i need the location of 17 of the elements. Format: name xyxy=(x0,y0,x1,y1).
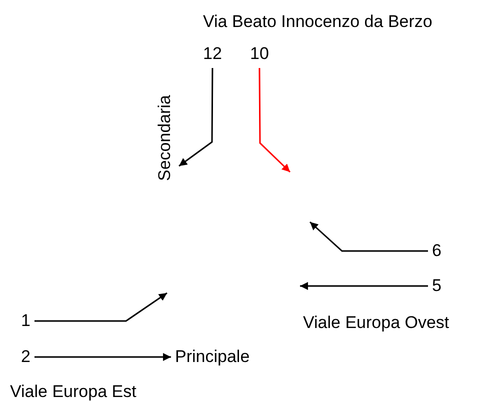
arrow xyxy=(34,292,168,322)
movement-number: 2 xyxy=(21,347,30,367)
street-name: Viale Europa Ovest xyxy=(303,313,450,333)
road-label: Principale xyxy=(175,347,250,367)
movement-number: 1 xyxy=(21,311,30,331)
movement-number: 12 xyxy=(203,44,222,64)
movement-number: 5 xyxy=(432,276,442,296)
road-label: Secondaria xyxy=(155,95,175,181)
arrow xyxy=(300,282,428,290)
arrow xyxy=(178,68,214,167)
movement-number: 10 xyxy=(250,44,269,64)
street-name: Viale Europa Est xyxy=(10,382,136,402)
arrow xyxy=(310,221,428,252)
arrow xyxy=(258,68,291,173)
street-name: Via Beato Innocenzo da Berzo xyxy=(203,12,432,32)
arrow xyxy=(34,353,171,361)
movement-number: 6 xyxy=(432,241,442,261)
